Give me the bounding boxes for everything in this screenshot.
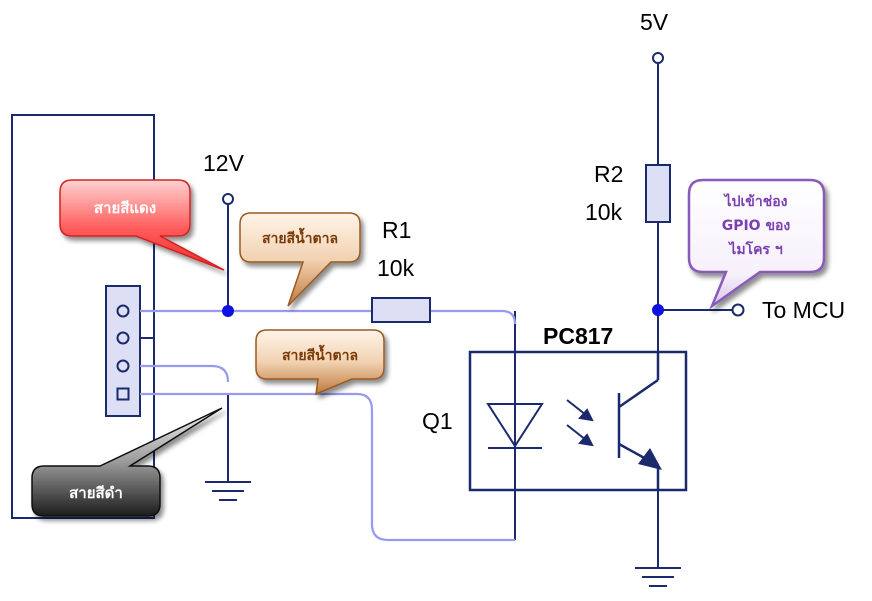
terminal-5v bbox=[652, 52, 664, 64]
phototransistor bbox=[617, 352, 660, 490]
label-r2-value: 10k bbox=[585, 199, 623, 225]
callout-red-wire-text: สายสีแดง bbox=[94, 199, 156, 217]
callout-black-wire-text: สายสีดำ bbox=[69, 484, 123, 502]
callout-black-wire bbox=[31, 407, 223, 517]
emitter-arrow bbox=[638, 448, 662, 470]
label-12v: 12V bbox=[203, 150, 245, 176]
light-wires bbox=[140, 309, 517, 542]
optocoupler-pc817 bbox=[468, 350, 688, 492]
light-emission-arrows bbox=[566, 399, 594, 447]
callout-brown-wire-2-text: สายสีน้ำตาล bbox=[282, 344, 358, 364]
callout-brown-wire-1-text: สายสีน้ำตาล bbox=[262, 227, 338, 247]
callout-gpio-line2: GPIO ของ bbox=[722, 218, 791, 234]
callout-gpio bbox=[687, 178, 826, 310]
label-pc817: PC817 bbox=[543, 323, 613, 349]
label-r2-ref: R2 bbox=[594, 161, 623, 187]
label-r1-value: 10k bbox=[377, 255, 415, 281]
callout-red-wire bbox=[59, 179, 225, 271]
label-to-mcu: To MCU bbox=[762, 297, 845, 323]
resistor-r2 bbox=[645, 164, 671, 223]
terminal-12v bbox=[222, 193, 234, 205]
junction-node-output bbox=[652, 304, 664, 316]
callout-brown-wire-1 bbox=[239, 212, 361, 307]
junction-node-12v bbox=[222, 305, 234, 317]
callout-gpio-line3: ไมโคร ฯ bbox=[727, 240, 783, 258]
terminal-to-mcu bbox=[731, 303, 745, 317]
connector-header bbox=[105, 285, 141, 417]
label-r1-ref: R1 bbox=[382, 217, 411, 243]
led-diode bbox=[486, 403, 544, 449]
ground-symbol-left bbox=[205, 481, 251, 501]
callout-brown-wire-2 bbox=[255, 329, 385, 396]
resistor-r1 bbox=[371, 297, 431, 323]
callout-gpio-line1: ไปเข้าช่อง bbox=[723, 192, 788, 210]
ground-symbol-right bbox=[635, 567, 681, 587]
dark-wires bbox=[140, 63, 732, 568]
device-enclosure bbox=[11, 114, 155, 519]
label-5v: 5V bbox=[640, 9, 669, 35]
label-q1: Q1 bbox=[422, 408, 453, 434]
